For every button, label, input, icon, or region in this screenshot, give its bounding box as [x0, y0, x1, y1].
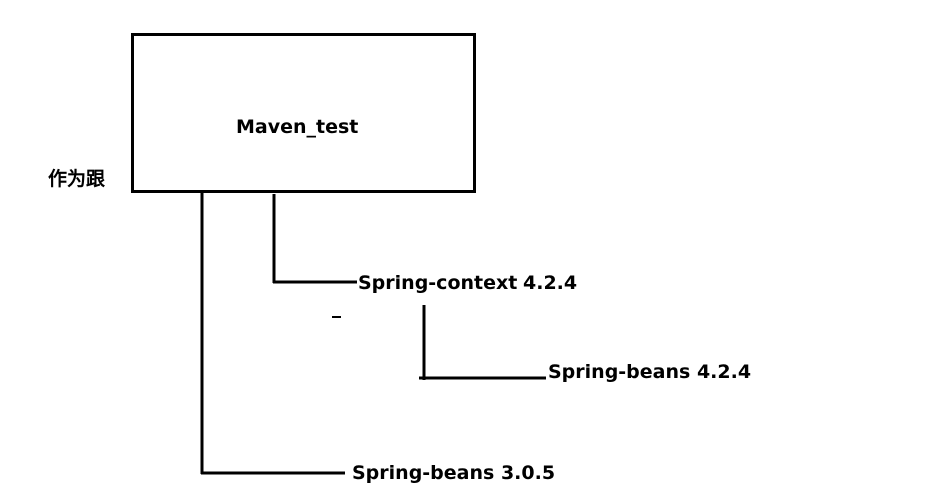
- spring-beans-305-node: Spring-beans 3.0.5: [352, 462, 556, 484]
- spring-beans-424-node: Spring-beans 4.2.4: [548, 361, 752, 383]
- root-note-label: 作为跟: [48, 168, 106, 190]
- spring-context-name: Spring-context: [358, 272, 518, 294]
- spring-context-version: 4.2.4: [523, 272, 578, 294]
- maven-test-node: Maven_test: [131, 33, 476, 193]
- spring-context-node: Spring-context: [358, 272, 517, 294]
- maven-test-label: Maven_test: [236, 116, 359, 138]
